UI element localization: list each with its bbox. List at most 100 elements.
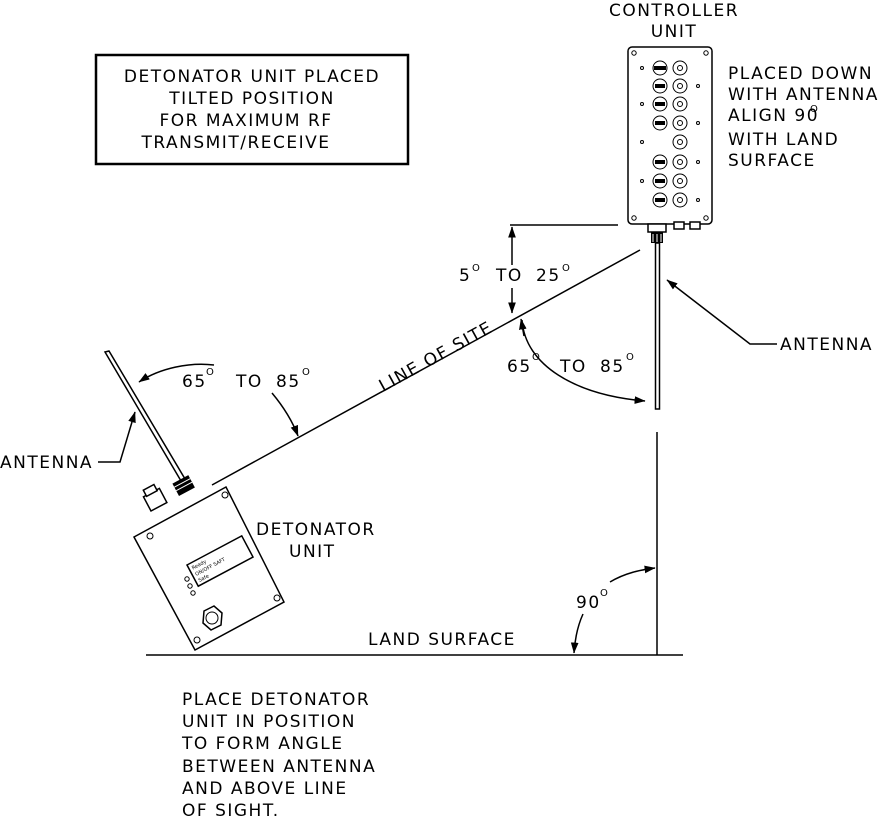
detonator-angle-to: TO xyxy=(235,372,263,392)
controller-title-line-2: UNIT xyxy=(651,22,698,42)
detonator-angle-max-degree: O xyxy=(302,367,310,378)
button-center xyxy=(677,178,683,184)
controller-button-icon xyxy=(672,192,688,208)
controller-unit xyxy=(627,46,713,410)
controller-button-icon xyxy=(672,173,688,189)
controller-antenna xyxy=(654,242,661,410)
button-label-mark xyxy=(655,102,665,106)
led-icon xyxy=(696,198,700,202)
screw-icon xyxy=(703,50,709,56)
led-icon xyxy=(696,84,700,88)
detonator-label-line-2: UNIT xyxy=(289,542,336,562)
antenna-label-right-text: ANTENNA xyxy=(780,335,873,355)
screw-icon xyxy=(631,50,637,56)
led-icon xyxy=(187,583,193,589)
led-icon xyxy=(640,179,644,183)
led-icon xyxy=(640,102,644,106)
display-frame xyxy=(185,534,255,588)
antenna-label-right: ANTENNA xyxy=(666,279,873,355)
button-center xyxy=(677,197,683,203)
controller-antenna-angle: 65 O TO 85 O xyxy=(507,318,646,404)
controller-title: CONTROLLER UNIT xyxy=(609,1,738,42)
button-label-mark xyxy=(654,66,666,70)
controller-button-icon xyxy=(652,115,668,131)
placement-note-line-2: WITH ANTENNA xyxy=(728,85,879,105)
button-center xyxy=(677,159,683,165)
controller-side-port xyxy=(689,221,701,230)
detonator-angle-min-degree: O xyxy=(206,367,214,378)
controller-housing xyxy=(627,46,713,225)
led-icon xyxy=(696,121,700,125)
note-line-2: TILTED POSITION xyxy=(168,89,335,109)
controller-button-icon xyxy=(652,154,668,170)
instruction-line-1: PLACE DETONATOR xyxy=(182,690,370,710)
button-label-mark xyxy=(655,84,665,88)
detonator-hex-nut-icon xyxy=(202,605,223,631)
controller-button-grid xyxy=(640,60,700,208)
placement-note-line-1: PLACED DOWN xyxy=(728,64,873,84)
elevation-min-degree: O xyxy=(472,263,480,274)
detonator-angle-max: 85 xyxy=(276,372,301,392)
elevation-max: 25 xyxy=(536,266,561,286)
note-line-3: FOR MAXIMUM RF xyxy=(159,111,332,131)
instruction-line-6: OF SIGHT. xyxy=(182,801,280,818)
led-icon xyxy=(696,160,700,164)
right-angle-indicator: 90 O xyxy=(570,565,656,654)
instruction-line-3: TO FORM ANGLE xyxy=(181,734,343,754)
placement-note-line-4: WITH LAND xyxy=(728,130,839,150)
controller-angle-min-degree: O xyxy=(532,352,540,363)
instructions: PLACE DETONATOR UNIT IN POSITION TO FORM… xyxy=(181,690,376,818)
led-icon xyxy=(640,140,644,144)
controller-angle-to: TO xyxy=(559,357,587,377)
button-center xyxy=(677,120,683,126)
controller-button-icon xyxy=(672,154,688,170)
connector-body xyxy=(172,475,195,496)
detonator-connector-left xyxy=(142,483,168,513)
detonator-connector-right xyxy=(172,475,195,496)
display-line-3: Safe xyxy=(198,573,211,583)
button-label-mark xyxy=(655,179,665,183)
land-surface: LAND SURFACE xyxy=(146,432,683,656)
detonator-angle-arc-lower xyxy=(271,392,299,437)
instruction-line-5: AND ABOVE LINE xyxy=(182,779,348,799)
controller-button-icon xyxy=(672,78,688,94)
controller-antenna-connector xyxy=(647,223,667,233)
controller-button-icon xyxy=(652,173,668,189)
controller-placement-note: PLACED DOWN WITH ANTENNA ALIGN 90 O WITH… xyxy=(728,64,879,171)
connector-cap xyxy=(142,483,159,498)
screw-icon xyxy=(193,636,201,644)
right-angle-degree: O xyxy=(600,588,608,599)
button-center xyxy=(677,83,683,89)
detonator-angle-min: 65 xyxy=(182,372,207,392)
controller-side-port xyxy=(673,221,685,230)
antenna-leader-left xyxy=(98,411,136,463)
right-angle-value: 90 xyxy=(576,593,601,613)
detonator-label-line-1: DETONATOR xyxy=(256,520,376,540)
screw-icon xyxy=(703,215,709,221)
elevation-angle: 5 O TO 25 O xyxy=(459,224,618,314)
right-angle-arrow-upper xyxy=(609,565,656,583)
button-label-mark xyxy=(655,160,665,164)
controller-button-icon xyxy=(672,134,688,150)
connector-ridge xyxy=(175,481,193,492)
screw-icon xyxy=(146,532,154,540)
screw-icon xyxy=(273,594,281,602)
instruction-line-4: BETWEEN ANTENNA xyxy=(182,757,376,777)
controller-button-icon xyxy=(652,192,668,208)
screw-icon xyxy=(221,491,229,499)
note-box: DETONATOR UNIT PLACED TILTED POSITION FO… xyxy=(94,53,410,166)
elevation-min: 5 xyxy=(459,266,471,286)
right-angle-arrow-lower xyxy=(570,613,584,654)
button-center xyxy=(677,101,683,107)
antenna-leader-right xyxy=(666,279,777,345)
note-line-1: DETONATOR UNIT PLACED xyxy=(124,67,380,87)
placement-degree-mark: O xyxy=(810,104,818,115)
note-box-frame xyxy=(94,53,410,166)
detonator-unit: Ready ON/OFF SAFT Safe xyxy=(103,350,285,652)
detonator-label: DETONATOR UNIT xyxy=(256,520,376,562)
land-surface-label: LAND SURFACE xyxy=(368,630,516,650)
led-icon xyxy=(190,590,196,596)
antenna-label-left: ANTENNA xyxy=(0,411,136,473)
detonator-antenna-angle: 65 O TO 85 O xyxy=(138,363,310,437)
controller-angle-max-degree: O xyxy=(626,352,634,363)
